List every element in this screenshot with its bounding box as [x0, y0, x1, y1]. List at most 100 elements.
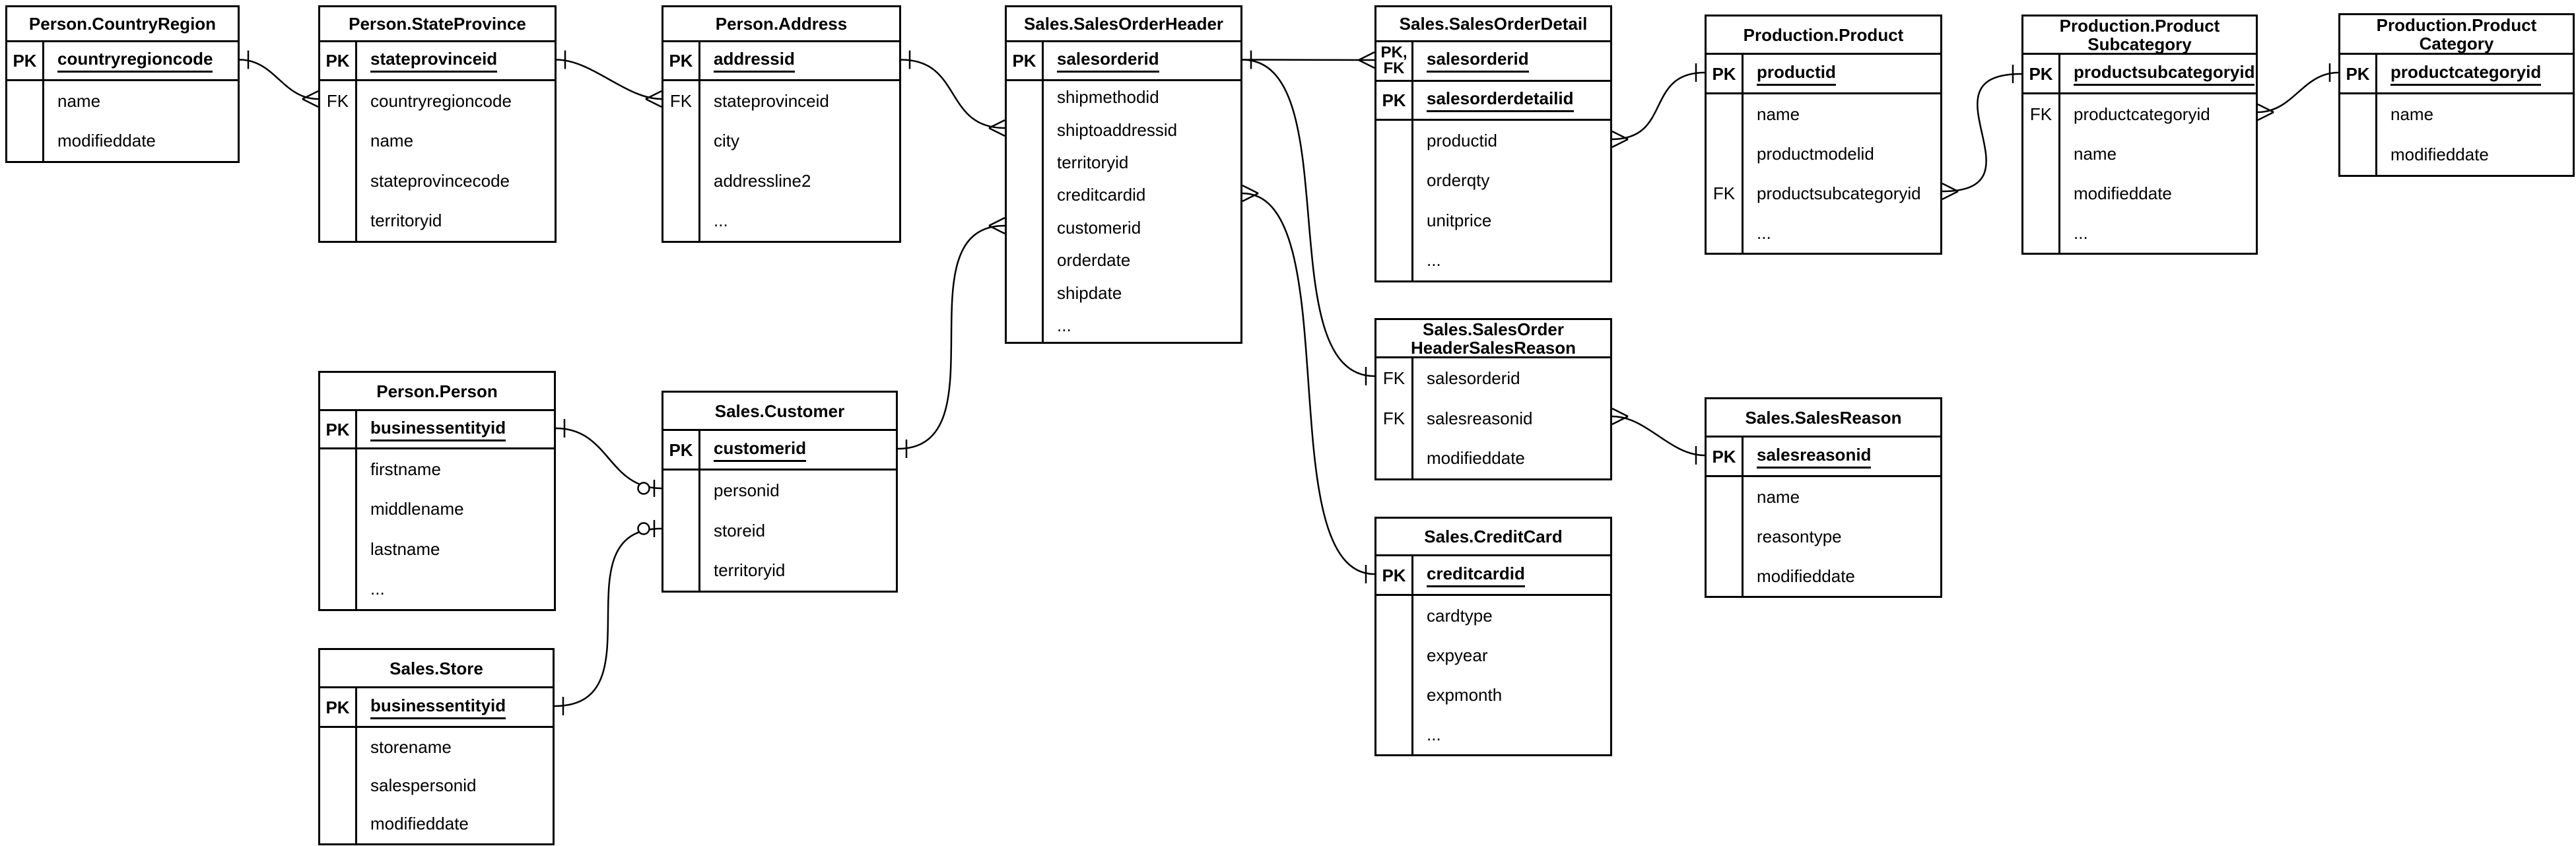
relationship-salesorderheader-headersalesreason[interactable]	[1242, 59, 1375, 386]
column-name: territoryid	[1057, 152, 1129, 172]
key-badge	[1707, 213, 1744, 253]
connector-line	[554, 527, 662, 707]
key-badge	[7, 121, 44, 161]
entity-title: Sales.SalesOrderDetail	[1376, 7, 1610, 42]
field-row: territoryid	[1007, 146, 1240, 179]
relationship-creditcard-salesorderheader[interactable]	[1242, 184, 1375, 583]
crow-foot-marker	[1242, 184, 1259, 195]
column: firstname	[357, 449, 554, 490]
column-name: name	[370, 131, 414, 151]
key-badge	[1707, 556, 1744, 596]
crow-foot-marker	[1358, 51, 1375, 61]
column-name: ...	[1427, 724, 1441, 744]
key-badge	[1707, 517, 1744, 556]
relationship-countryregion-stateprovince[interactable]	[239, 50, 319, 108]
relationship-subcategory-product[interactable]	[1942, 65, 2022, 201]
pk-column-name: salesreasonid	[1757, 445, 1872, 469]
column-name: lastname	[370, 538, 440, 559]
key-badge	[320, 449, 357, 490]
field-row: personid	[663, 471, 896, 511]
connector-line	[2257, 71, 2339, 114]
pk-column-name: salesorderid	[1427, 49, 1529, 73]
relationship-salesorderheader-salesorderdetail[interactable]	[1242, 50, 1375, 69]
entity-title: Sales.SalesOrderHeader	[1007, 7, 1240, 42]
pk-column-name: salesorderid	[1057, 49, 1159, 73]
key-badge	[1707, 94, 1744, 134]
connector-line	[1942, 73, 2022, 193]
entity-title: Production.Product	[1707, 16, 1940, 55]
column-name: modifieddate	[370, 814, 469, 834]
column-name: stateprovinceid	[714, 90, 829, 111]
pk-column: productsubcategoryid	[2060, 55, 2256, 92]
relationship-category-subcategory[interactable]	[2257, 63, 2339, 121]
column: city	[700, 121, 899, 162]
crow-foot-marker	[645, 90, 662, 100]
column-name: territoryid	[370, 211, 442, 231]
relationship-store-customer[interactable]	[554, 520, 662, 715]
relationship-salesreason-headersalesreason[interactable]	[1611, 407, 1705, 465]
field-row: orderqty	[1376, 160, 1610, 201]
column: middlename	[357, 490, 554, 530]
relationship-customer-salesorderheader[interactable]	[897, 216, 1005, 458]
key-badge	[1376, 240, 1413, 280]
key-badge	[1007, 179, 1044, 212]
field-row: name	[7, 81, 238, 121]
column: modifieddate	[357, 805, 553, 843]
relationship-stateprovince-address[interactable]	[556, 50, 662, 108]
column: ...	[700, 201, 899, 242]
field-row: modifieddate	[7, 121, 238, 161]
pk-column: customerid	[700, 431, 896, 469]
column-name: customerid	[1057, 217, 1141, 238]
column-name: addressline2	[714, 170, 811, 191]
key-badge	[1376, 121, 1413, 161]
key-badge	[663, 471, 700, 511]
column-name: modifieddate	[1757, 566, 1855, 586]
key-badge	[1007, 114, 1044, 146]
pk-column: productcategoryid	[2377, 55, 2573, 92]
crow-foot-marker	[302, 98, 319, 108]
column: ...	[1044, 309, 1240, 342]
relationship-address-salesorderheader[interactable]	[900, 50, 1005, 137]
relationship-person-customer[interactable]	[555, 419, 662, 497]
entity-title: Person.Address	[663, 7, 899, 42]
field-row: storename	[320, 728, 553, 767]
column-name: countryregioncode	[370, 90, 512, 111]
column-name: modifieddate	[2074, 183, 2172, 203]
column-name: unitprice	[1427, 210, 1492, 230]
column-name: expyear	[1427, 645, 1488, 665]
field-row: modifieddate	[1707, 556, 1940, 596]
pk-column-name: customerid	[714, 438, 807, 462]
column-name: personid	[714, 480, 780, 500]
key-badge	[1007, 244, 1044, 277]
column-name: territoryid	[714, 560, 786, 581]
column: territoryid	[357, 201, 555, 242]
field-row: shipdate	[1007, 277, 1240, 309]
column-name: ...	[370, 579, 385, 599]
column: name	[2060, 134, 2256, 174]
key-badge	[7, 81, 44, 121]
relationship-product-salesorderdetail[interactable]	[1611, 63, 1705, 148]
column: shipmethodid	[1044, 81, 1240, 114]
pk-column-name: creditcardid	[1427, 564, 1525, 587]
column-name: storeid	[714, 520, 766, 540]
field-row: customerid	[1007, 211, 1240, 244]
field-row: city	[663, 121, 899, 162]
